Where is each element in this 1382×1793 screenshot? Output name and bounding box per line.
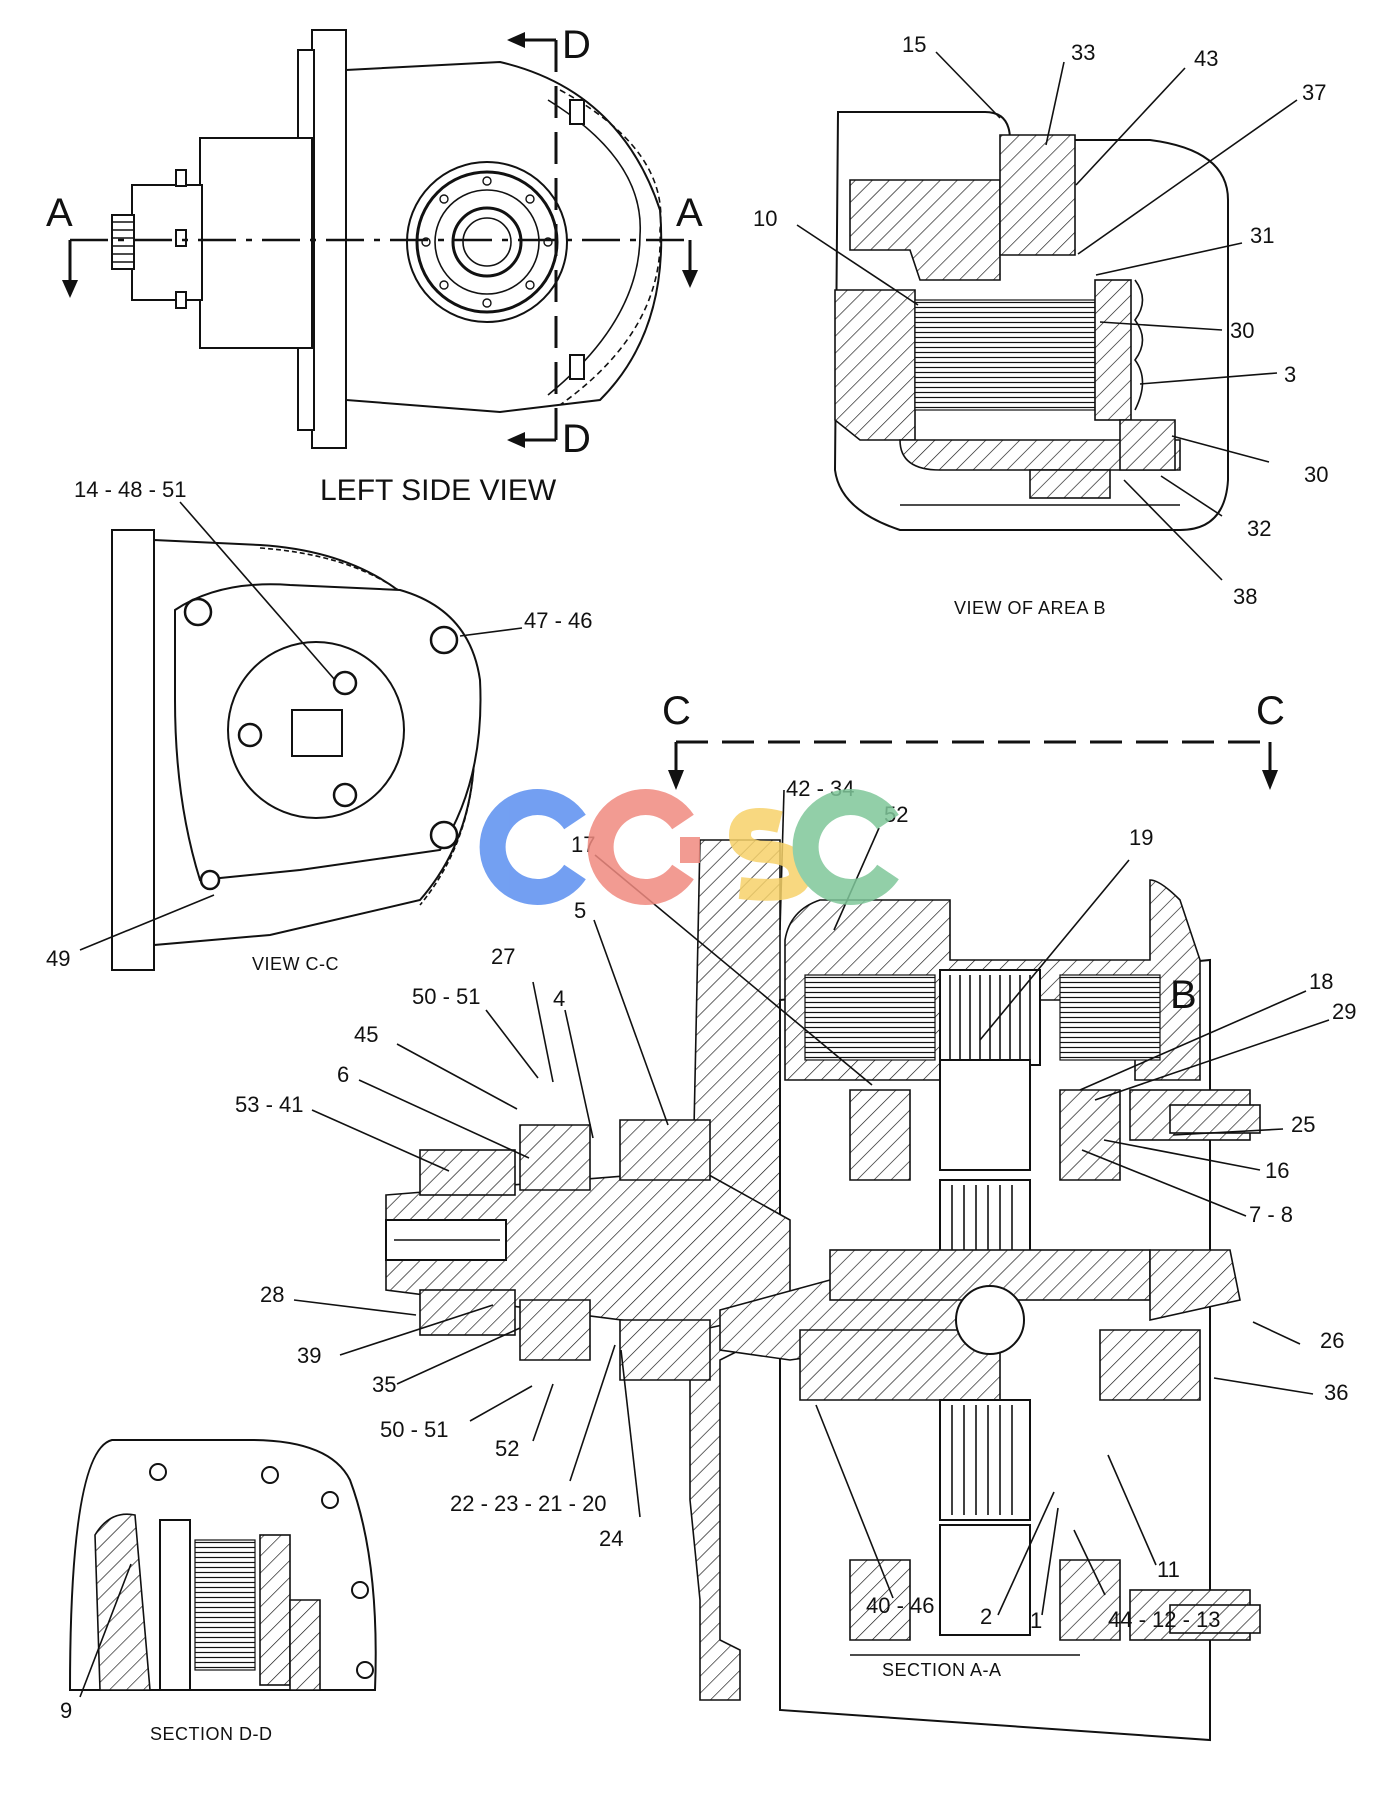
cut-mark-c-left: C xyxy=(662,689,691,733)
yoke-top xyxy=(419,1149,516,1196)
piston-33 xyxy=(999,134,1076,256)
callout-30-lower: 30 xyxy=(1304,462,1328,487)
spline-bore xyxy=(291,709,343,757)
section-mark-a-right: A xyxy=(676,191,703,235)
section-mark-d-bottom: D xyxy=(562,417,591,461)
callout-25: 25 xyxy=(1291,1112,1315,1137)
callout-5: 5 xyxy=(574,898,586,923)
watermark-letter-s xyxy=(728,808,812,901)
left-side-view-title: LEFT SIDE VIEW xyxy=(320,474,557,507)
view-c-c-title: VIEW C-C xyxy=(252,954,339,974)
view-area-b-title: VIEW OF AREA B xyxy=(954,598,1106,618)
view-c-c: VIEW C-C xyxy=(111,529,482,974)
callout-45: 45 xyxy=(354,1022,378,1047)
callout-7-8: 7 - 8 xyxy=(1249,1202,1293,1227)
callout-3: 3 xyxy=(1284,362,1296,387)
callout-38: 38 xyxy=(1233,584,1257,609)
callout-19: 19 xyxy=(1129,825,1153,850)
callout-32: 32 xyxy=(1247,516,1271,541)
callout-26: 26 xyxy=(1320,1328,1344,1353)
watermark-letter-c1 xyxy=(479,789,586,905)
output-hub xyxy=(406,161,568,323)
callout-44-12-13: 44 - 12 - 13 xyxy=(1108,1607,1221,1632)
callout-16: 16 xyxy=(1265,1158,1289,1183)
callout-50-51-bottom: 50 - 51 xyxy=(380,1417,449,1442)
section-a-a-title: SECTION A-A xyxy=(882,1660,1002,1680)
bolt-25 xyxy=(1169,1104,1261,1134)
watermark-letter-g xyxy=(587,789,700,905)
callout-22-23-21-20: 22 - 23 - 21 - 20 xyxy=(450,1491,607,1516)
callout-43: 43 xyxy=(1194,46,1218,71)
view-of-area-b: VIEW OF AREA B xyxy=(833,111,1229,618)
disc-pack-d-d xyxy=(194,1539,256,1671)
section-d-d-title: SECTION D-D xyxy=(150,1724,273,1744)
callout-18: 18 xyxy=(1309,969,1333,994)
callout-53-41: 53 - 41 xyxy=(235,1092,304,1117)
callout-49: 49 xyxy=(46,946,70,971)
section-mark-a-left: A xyxy=(46,191,73,235)
callout-15: 15 xyxy=(902,32,926,57)
callouts: 14 - 48 - 51 47 - 46 49 15 33 43 37 10 3… xyxy=(46,32,1356,1723)
leader-lines xyxy=(79,51,1330,1698)
center-shaft xyxy=(939,1059,1031,1171)
cgsc-watermark xyxy=(479,789,899,905)
area-mark-b: B xyxy=(1170,973,1197,1017)
callout-4: 4 xyxy=(553,986,565,1011)
callout-40-46: 40 - 46 xyxy=(866,1593,935,1618)
callout-47-46: 47 - 46 xyxy=(524,608,593,633)
callout-36: 36 xyxy=(1324,1380,1348,1405)
clutch-disc-pack xyxy=(914,299,1096,411)
input-cover xyxy=(199,137,313,349)
cut-mark-c-right: C xyxy=(1256,689,1285,733)
callout-2: 2 xyxy=(980,1604,992,1629)
bolt-heads xyxy=(175,99,585,380)
watermark-letter-c2 xyxy=(792,789,899,905)
callout-1: 1 xyxy=(1030,1608,1042,1633)
callout-24: 24 xyxy=(599,1526,623,1551)
callout-29: 29 xyxy=(1332,999,1356,1024)
callout-31: 31 xyxy=(1250,223,1274,248)
callout-52-bottom: 52 xyxy=(495,1436,519,1461)
section-mark-d-top: D xyxy=(562,23,591,67)
callout-28: 28 xyxy=(260,1282,284,1307)
left-disc-pack xyxy=(804,974,936,1061)
callout-11: 11 xyxy=(1157,1557,1180,1582)
left-side-view: A A D D LEFT SIDE VIEW xyxy=(46,23,703,507)
callout-10: 10 xyxy=(753,206,777,231)
return-spring xyxy=(1134,279,1144,411)
callout-37: 37 xyxy=(1302,80,1326,105)
callout-39: 39 xyxy=(297,1343,321,1368)
callout-6: 6 xyxy=(337,1062,349,1087)
callout-27: 27 xyxy=(491,944,515,969)
section-d-d: SECTION D-D xyxy=(68,1439,377,1744)
section-a-a: C C B xyxy=(385,689,1285,1742)
callout-33: 33 xyxy=(1071,40,1095,65)
callout-35: 35 xyxy=(372,1372,396,1397)
callout-9: 9 xyxy=(60,1698,72,1723)
callout-14-48-51: 14 - 48 - 51 xyxy=(74,477,187,502)
callout-50-51-top: 50 - 51 xyxy=(412,984,481,1009)
callout-30-upper: 30 xyxy=(1230,318,1254,343)
right-disc-pack xyxy=(1059,974,1161,1061)
